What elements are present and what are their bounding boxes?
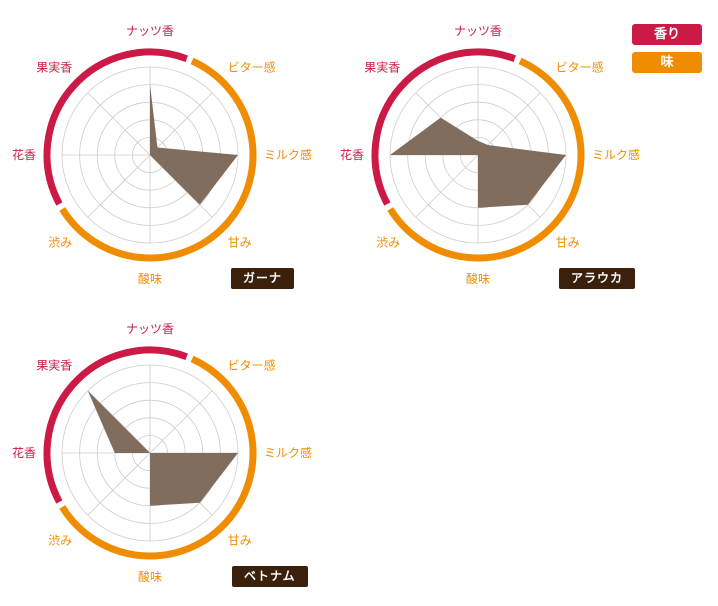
data-polygon: [87, 390, 239, 506]
chart-title-vietnam: ベトナム: [232, 566, 308, 587]
axis-label: ビター感: [228, 59, 276, 74]
data-polygon: [390, 117, 566, 208]
axis-label: 果実香: [364, 59, 400, 74]
axis-label: ナッツ香: [454, 24, 502, 38]
chart-title-ghana: ガーナ: [231, 268, 295, 289]
axis-label: 果実香: [36, 357, 72, 372]
axis-label: 甘み: [228, 236, 252, 250]
axis-label: ビター感: [556, 59, 604, 74]
ring-taste: [59, 57, 257, 262]
grid-spoke: [87, 92, 151, 156]
axis-label: 酸味: [138, 569, 162, 584]
axis-label: ナッツ香: [126, 322, 174, 336]
axis-label: 果実香: [36, 59, 72, 74]
legend-taste: 味: [632, 52, 702, 73]
ring-aroma: [371, 48, 516, 206]
axis-label: 花香: [12, 445, 36, 460]
data-polygon: [150, 84, 238, 205]
axis-label: 甘み: [556, 236, 580, 250]
axis-label: ミルク感: [264, 147, 312, 162]
grid-spoke: [87, 154, 151, 218]
chart-title-arauca: アラウカ: [559, 268, 636, 289]
axis-label: ミルク感: [264, 445, 312, 460]
axis-label: 酸味: [466, 271, 490, 286]
axis-label: 渋み: [48, 236, 72, 250]
axis-label: ミルク感: [592, 147, 640, 162]
grid-spoke: [477, 92, 541, 156]
ring-taste: [59, 355, 257, 560]
axis-label: 渋み: [376, 236, 400, 250]
ring-taste: [387, 57, 585, 262]
ring-aroma: [43, 346, 188, 504]
grid-spoke: [149, 390, 213, 454]
axis-label: ビター感: [228, 357, 276, 372]
axis-label: 酸味: [138, 271, 162, 286]
axis-label: 花香: [12, 147, 36, 162]
grid-spoke: [87, 452, 151, 516]
axis-label: ナッツ香: [126, 24, 174, 38]
axis-label: 渋み: [48, 534, 72, 548]
grid-spoke: [149, 92, 213, 156]
legend-aroma: 香り: [632, 24, 702, 45]
ring-aroma: [43, 48, 188, 206]
grid-spoke: [415, 154, 479, 218]
axis-label: 花香: [340, 147, 364, 162]
axis-label: 甘み: [228, 534, 252, 548]
